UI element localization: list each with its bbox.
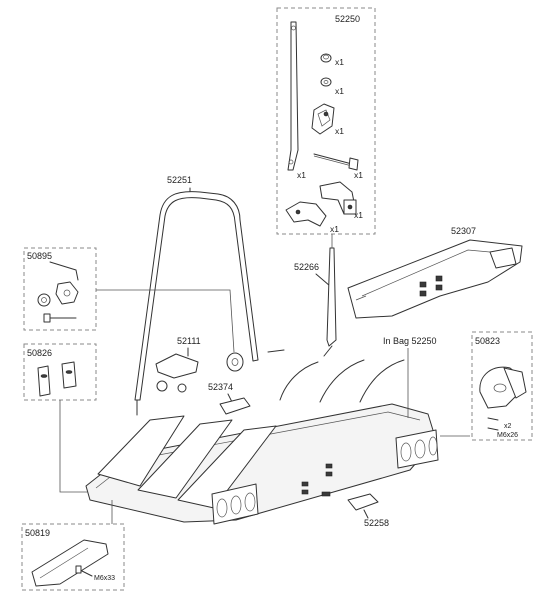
bracket-clip-part [311, 103, 335, 135]
latch-52374: 52374 [208, 382, 251, 415]
foot-pad-52258: 52258 [347, 493, 389, 528]
kit-50819-label: 50819 [25, 528, 50, 538]
arch-bar-label: 52251 [167, 175, 192, 185]
arch-bar-52251: 52251 [134, 175, 259, 416]
washer-part [320, 77, 332, 87]
screw-size-label: M6x33 [94, 575, 115, 582]
carrier-body [85, 359, 439, 525]
bumper-part-52307: 52307 [347, 226, 523, 319]
kit-50826-box: 50826 [23, 343, 97, 401]
qty-label: x2 [504, 423, 512, 430]
kit-52250-label: 52250 [335, 14, 360, 24]
kit-50826-label: 50826 [27, 348, 52, 358]
long-strap [287, 21, 299, 171]
round-knob-part [226, 349, 285, 372]
qty-label: x1 [335, 126, 344, 136]
screw-size-label: M6x26 [497, 432, 518, 439]
kit-50895-box: 50895 [23, 247, 97, 331]
kit-50823-box: 50823 x2 M6x26 [471, 331, 533, 441]
kit-50819-box: 50819 M6x33 [21, 523, 125, 591]
qty-label: x1 [335, 57, 344, 67]
strap-label: 52266 [294, 262, 319, 272]
qty-label: x1 [335, 86, 344, 96]
latch-label: 52374 [208, 382, 233, 392]
leader-lines [59, 234, 470, 524]
qty-label: x1 [354, 170, 363, 180]
strap-52266: 52266 [294, 247, 337, 357]
kit-50895-label: 50895 [27, 251, 52, 261]
clamp-base-part [285, 201, 327, 227]
in-bag-label: In Bag 52250 [383, 336, 437, 346]
knob-52111: 52111 [155, 336, 201, 393]
foot-pad-label: 52258 [364, 518, 389, 528]
qty-label: x1 [354, 210, 363, 220]
knob-label: 52111 [177, 336, 201, 346]
qty-label: x1 [297, 170, 306, 180]
hinge-block-part [319, 181, 357, 215]
qty-label: x1 [330, 224, 339, 234]
kit-52250-box: 52250 x1 x1 x1 x1 [276, 7, 376, 235]
nut-part [320, 53, 332, 63]
kit-50823-label: 50823 [475, 336, 500, 346]
bumper-label: 52307 [451, 226, 476, 236]
bolt-part [313, 153, 359, 171]
